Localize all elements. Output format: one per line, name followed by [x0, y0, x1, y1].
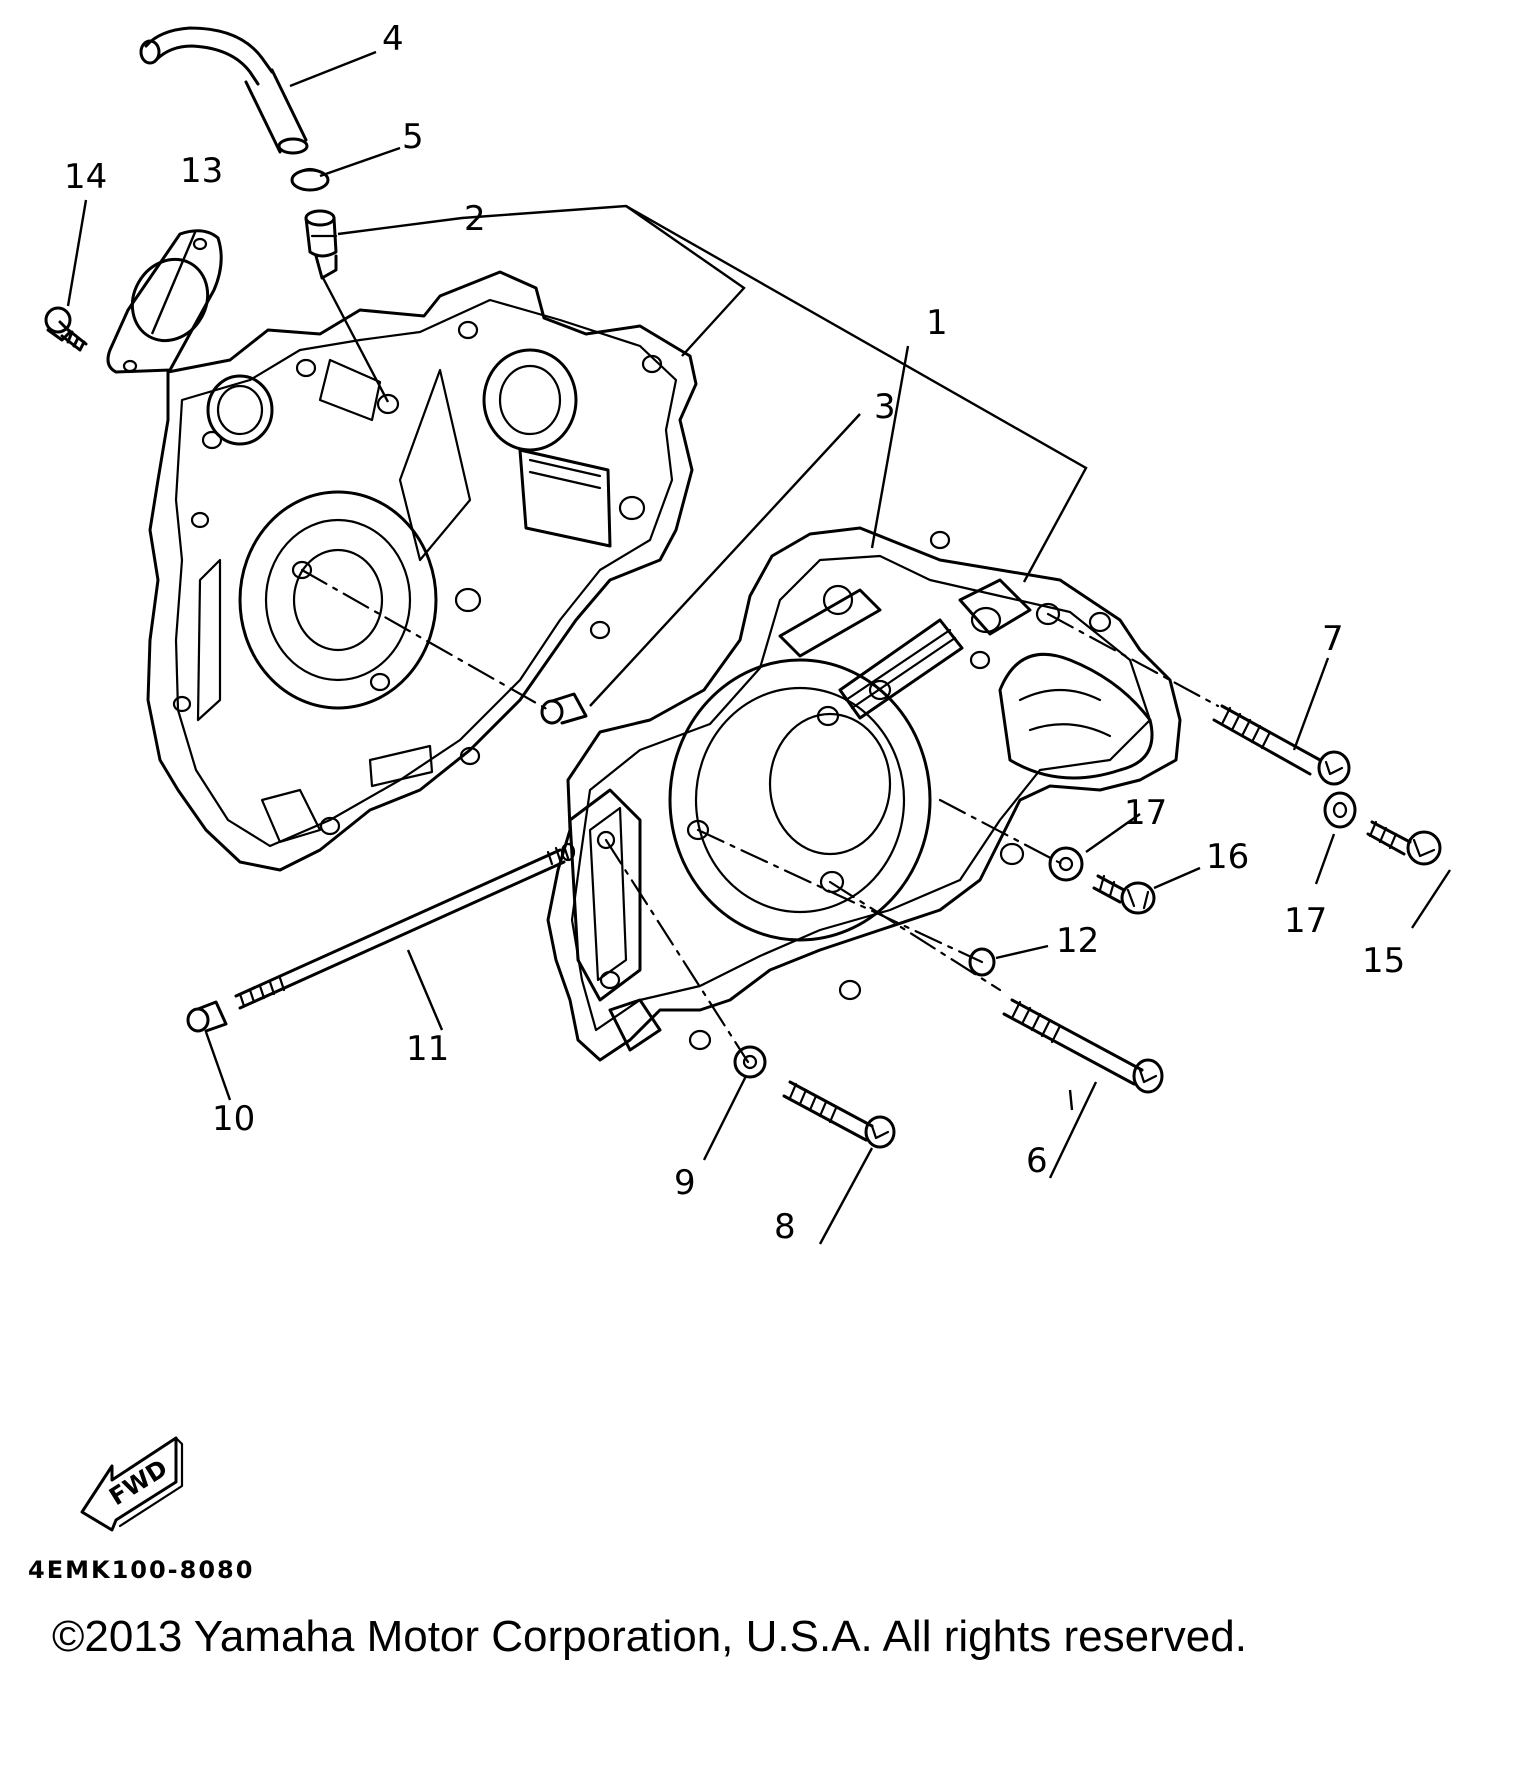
callout-14: 14 [64, 157, 107, 197]
callout-12: 12 [1056, 921, 1099, 961]
callout-3: 3 [874, 387, 896, 427]
fwd-arrow-icon: FWD [80, 1436, 184, 1532]
callout-7: 7 [1322, 619, 1344, 659]
bolt-part-15 [1366, 820, 1442, 866]
callout-10: 10 [212, 1099, 255, 1139]
callout-1: 1 [926, 303, 948, 343]
callout-4: 4 [382, 19, 404, 59]
callout-16: 16 [1206, 837, 1249, 877]
callout-13: 13 [180, 151, 223, 191]
washer-part-17-upper [1323, 791, 1357, 829]
bolt-part-16 [1092, 874, 1156, 915]
callout-17-upper: 17 [1124, 793, 1167, 833]
dowel-pin-part-3 [540, 692, 588, 725]
hose-part-4 [139, 26, 309, 155]
copyright-notice: ©2013 Yamaha Motor Corporation, U.S.A. A… [52, 1612, 1247, 1661]
bolt-part-6 [1002, 998, 1164, 1094]
stud-part-11 [234, 842, 576, 1010]
bolt-part-8 [782, 1080, 896, 1149]
dowel-pin-part-10 [186, 1000, 228, 1033]
bolt-part-14 [44, 306, 88, 352]
callout-5: 5 [402, 117, 424, 157]
bolt-part-7 [1212, 704, 1351, 786]
part-code: 4EMK100-8080 [28, 1556, 255, 1584]
leader-lines [66, 50, 1452, 1245]
callout-8: 8 [774, 1207, 796, 1247]
crankcase-right [546, 526, 1182, 1062]
callout-11: 11 [406, 1029, 449, 1069]
gasket-part-13 [106, 229, 223, 374]
fitting-nipple [304, 209, 338, 280]
alignment-lines [300, 568, 1220, 1064]
callout-15: 15 [1362, 941, 1405, 981]
callout-6: 6 [1026, 1141, 1048, 1181]
washer-part-17-lower [1048, 846, 1084, 882]
clamp-part-5 [290, 167, 330, 192]
crankcase-left [146, 270, 698, 872]
oring-part-12 [968, 947, 996, 977]
callout-9: 9 [674, 1163, 696, 1203]
callout-2: 2 [464, 199, 486, 239]
washer-part-9 [733, 1045, 767, 1079]
callout-17-lower: 17 [1284, 901, 1327, 941]
